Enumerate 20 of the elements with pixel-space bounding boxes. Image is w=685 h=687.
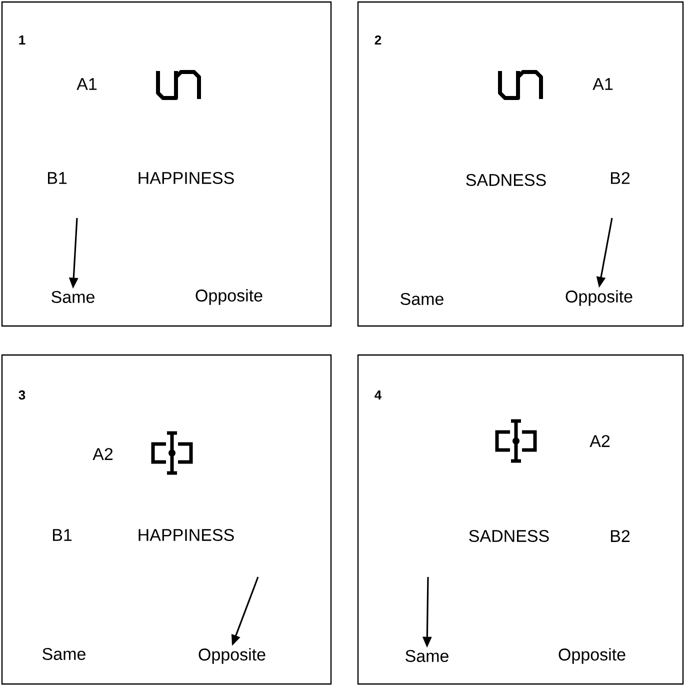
stimulus-label: HAPPINESS: [138, 528, 234, 542]
answer-text: Opposite: [196, 289, 262, 305]
stimulus-label: A2: [590, 435, 610, 447]
stimulus-label: SADNESS: [466, 174, 546, 186]
answer-text: Opposite: [558, 648, 626, 664]
stimulus-label: A1: [592, 78, 613, 90]
answer-text: Opposite: [198, 648, 266, 664]
stimulus-label: B2: [611, 172, 630, 184]
answer-text: Same: [406, 650, 448, 662]
stimulus-label: B1: [53, 529, 72, 541]
stimulus-label: B1: [48, 172, 67, 184]
stimulus-label: HAPPINESS: [138, 172, 234, 184]
stimulus-label: B2: [611, 530, 630, 542]
answer-text: Same: [42, 648, 86, 660]
stimulus-label: SADNESS: [469, 530, 549, 542]
answer-text: Same: [52, 290, 94, 304]
stimulus-label: A2: [92, 448, 113, 460]
answer-text: Opposite: [566, 290, 632, 306]
answer-text: Same: [400, 292, 444, 306]
stimulus-label: A1: [76, 78, 97, 90]
